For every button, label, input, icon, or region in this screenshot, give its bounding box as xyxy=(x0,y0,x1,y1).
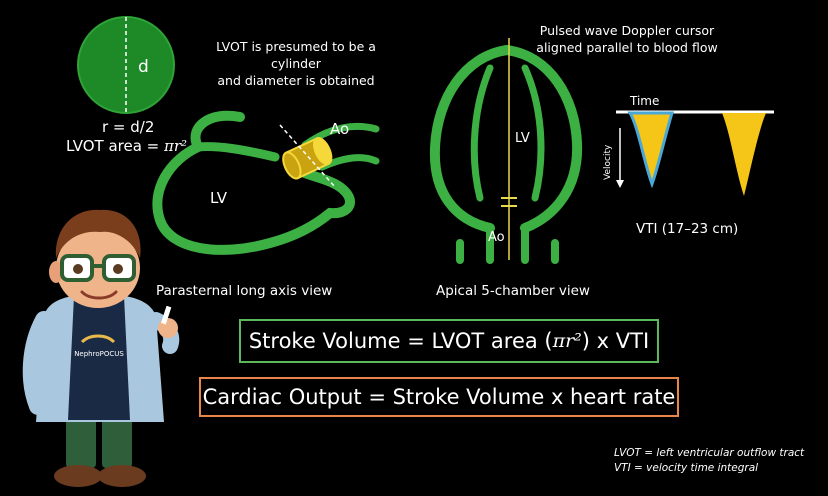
radius-formula: r = d/2 xyxy=(102,118,155,136)
a5c-aortic-outflow xyxy=(486,224,529,264)
lvot-area-formula: LVOT area = πr² xyxy=(66,137,187,155)
lvot-footnote: LVOT = left ventricular outflow tract xyxy=(614,447,805,459)
probe-logo-icon xyxy=(80,334,116,344)
mascot-right-shoe xyxy=(98,465,146,487)
plax-caption: Parasternal long axis view xyxy=(156,283,333,299)
velocity-axis-label: Velocity xyxy=(603,144,613,180)
mascot-shirt xyxy=(68,296,130,420)
a5c-atria xyxy=(456,239,559,264)
mascot-left-leg xyxy=(66,416,96,468)
plax-ao-label: Ao xyxy=(330,120,349,138)
plax-heart-diagram: LV Ao xyxy=(152,110,380,255)
cursor-note-line2: aligned parallel to blood flow xyxy=(536,40,718,55)
a5c-septum-left xyxy=(470,64,494,202)
lvot-note-line2: and diameter is obtained xyxy=(217,73,375,88)
a5c-lv-label: LV xyxy=(515,131,530,146)
vti-footnote: VTI = velocity time integral xyxy=(614,462,759,474)
sv-formula-left: Stroke Volume = LVOT area ( xyxy=(248,329,553,353)
a5c-ao-label: Ao xyxy=(488,230,505,245)
diameter-label: d xyxy=(138,57,149,77)
doppler-cursor-note: Pulsed wave Doppler cursor aligned paral… xyxy=(522,22,732,56)
a5c-caption: Apical 5-chamber view xyxy=(436,283,590,299)
mascot-left-shoe xyxy=(54,465,102,487)
doppler-trace: Time Velocity xyxy=(603,94,774,196)
lvot-cylinder-note: LVOT is presumed to be a cylinder and di… xyxy=(198,38,394,89)
vti-label: VTI (17–23 cm) xyxy=(636,221,739,237)
plax-lv-label: LV xyxy=(210,189,228,207)
lvot-note-line1: LVOT is presumed to be a cylinder xyxy=(216,39,376,71)
mascot-hand xyxy=(158,318,178,338)
cardiac-output-formula: Cardiac Output = Stroke Volume x heart r… xyxy=(199,377,679,417)
vti-waveform-traced xyxy=(627,111,675,189)
mascot-right-leg xyxy=(102,416,132,468)
sv-formula-math: πr² xyxy=(552,330,582,352)
a5c-left-wall xyxy=(429,45,512,233)
mascot-left-arm xyxy=(22,311,53,415)
time-axis-label: Time xyxy=(629,94,659,108)
stroke-volume-formula: Stroke Volume = LVOT area (πr²) x VTI xyxy=(239,319,659,363)
lvot-circle-diagram: d xyxy=(77,16,175,114)
sv-formula-right: ) x VTI xyxy=(581,329,650,353)
mascot-hair xyxy=(55,209,141,258)
mascot-illustration: NephroPOCUS xyxy=(22,209,180,487)
a5c-heart-diagram: LV Ao xyxy=(429,38,583,264)
mascot-ear xyxy=(49,261,63,283)
vti-waveform xyxy=(722,113,766,196)
chalk-icon xyxy=(161,305,172,325)
cursor-note-line1: Pulsed wave Doppler cursor xyxy=(539,23,715,38)
lvot-area-prefix: LVOT area = xyxy=(66,137,164,155)
velocity-arrowhead xyxy=(616,180,624,188)
a5c-right-wall xyxy=(502,45,583,233)
lvot-area-math: πr² xyxy=(164,137,188,155)
a5c-septum-right xyxy=(521,64,545,202)
lvot-cylinder xyxy=(282,137,333,180)
mascot-right-eye xyxy=(113,264,123,274)
mascot-left-eye xyxy=(73,264,83,274)
mascot-smile xyxy=(80,290,118,300)
plax-septum xyxy=(193,142,280,162)
mascot-shirt-brand: NephroPOCUS xyxy=(74,350,124,358)
